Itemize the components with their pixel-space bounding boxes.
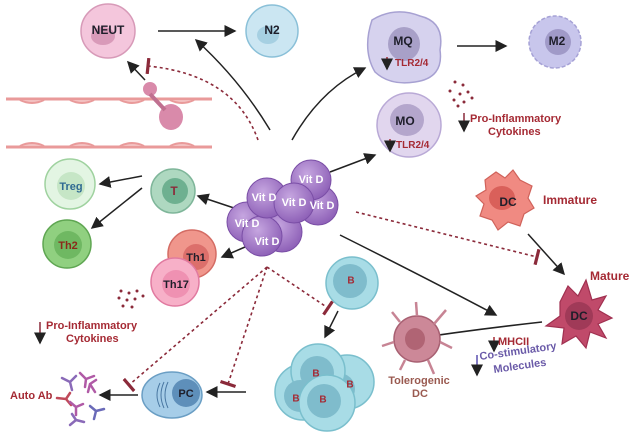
m2-cell: M2: [528, 15, 582, 69]
auto-ab-label: Auto Ab: [10, 390, 53, 402]
arrow-vitd-mo: [329, 153, 377, 173]
b-label-cluster-3: B: [292, 394, 299, 405]
vitd-label-1: Vit D: [235, 218, 260, 230]
macrophage-mq-cell: MQ TLR2/4: [366, 11, 442, 84]
activation-arrows: [90, 25, 566, 401]
b-label-cluster-2: B: [346, 380, 353, 391]
b-label-cluster-1: B: [312, 369, 319, 380]
tlr-mq-label: TLR2/4: [395, 58, 429, 69]
immature-label: Immature: [543, 193, 597, 207]
inhibit-pc: [219, 266, 268, 389]
th17-label: Th17: [163, 279, 189, 291]
pc-label: PC: [178, 388, 193, 400]
cytokines-right-line2: Cytokines: [488, 126, 541, 138]
t-cell: T: [150, 168, 196, 214]
tolerogenic-label-line1: Tolerogenic: [388, 375, 450, 387]
neut-label: NEUT: [92, 23, 125, 37]
inhibit-dc-maturation: [355, 211, 541, 266]
neutrophil-cell: NEUT: [80, 3, 136, 59]
autoantibody-icons: [55, 371, 106, 427]
vitamin-d-cluster: Vit D Vit D Vit D Vit D Vit D Vit D: [226, 159, 339, 257]
cytokines-left-line1: Pro-Inflammatory: [46, 320, 138, 332]
arrow-immature-mature: [527, 233, 566, 276]
arrow-vitd-t: [196, 193, 235, 209]
migrating-neutrophil-bottom: [159, 104, 183, 130]
n2-cell: N2: [245, 4, 299, 58]
arrow-vitd-mq: [291, 67, 367, 141]
mq-label: MQ: [393, 34, 412, 48]
b-label-cluster-4: B: [319, 395, 326, 406]
tolerogenic-dc-cell: Tolerogenic DC: [381, 301, 453, 400]
arrow-t-treg: [98, 175, 143, 188]
n2-label: N2: [264, 23, 280, 37]
vitd-label-6: Vit D: [282, 197, 307, 209]
arrow-vitd-mhcii: [339, 234, 498, 316]
b-cell-proliferation-cluster: B B B B: [274, 343, 375, 432]
treg-label: Treg: [59, 181, 82, 193]
t-label: T: [170, 184, 178, 198]
cytokine-dots-left: [117, 289, 145, 309]
arrow-b-proliferation: [324, 310, 339, 339]
th2-cell: Th2: [42, 219, 92, 269]
inhibit-neut: [145, 57, 259, 141]
tlr-mo-label: TLR2/4: [396, 140, 430, 151]
mhcii-label: MHCII: [498, 336, 529, 348]
dc-mature-label: DC: [570, 309, 588, 323]
b-label: B: [347, 276, 354, 287]
vitd-label-5: Vit D: [252, 192, 277, 204]
cytokines-left-line2: Cytokines: [66, 333, 119, 345]
treg-cell: Treg: [44, 158, 96, 210]
m2-label: M2: [549, 34, 566, 48]
arrow-vitd-th1: [220, 246, 246, 259]
cytokines-right-line1: Pro-Inflammatory: [470, 113, 562, 125]
vitd-label-4: Vit D: [310, 200, 335, 212]
cytokine-dots-right: [448, 80, 474, 108]
immature-dc-cell: DC Immature: [475, 169, 597, 231]
inhibit-autoab: [122, 266, 268, 393]
th17-cell: Th17: [150, 257, 200, 307]
inhibition-lines: [122, 57, 541, 393]
th2-label: Th2: [58, 240, 78, 252]
th1-label: Th1: [186, 252, 206, 264]
migrating-neutrophil-top: [143, 82, 157, 96]
blood-vessel: [6, 82, 212, 149]
tolerogenic-label-line2: DC: [412, 388, 428, 400]
arrow-vessel-neut: [126, 60, 146, 81]
dc-immature-label: DC: [499, 195, 517, 209]
arrow-t-th2: [90, 187, 143, 229]
mo-label: MO: [395, 114, 414, 128]
mature-label: Mature: [590, 269, 630, 283]
arrow-vitd-n2: [194, 38, 271, 131]
vitd-label-3: Vit D: [299, 174, 324, 186]
vitd-label-2: Vit D: [255, 236, 280, 248]
b-cell: B: [325, 256, 379, 310]
mature-dc-cell: DC Mature: [544, 269, 630, 350]
inhibit-b: [266, 266, 334, 316]
plasma-cell: PC: [141, 371, 203, 419]
monocyte-mo-cell: MO TLR2/4: [376, 92, 442, 158]
